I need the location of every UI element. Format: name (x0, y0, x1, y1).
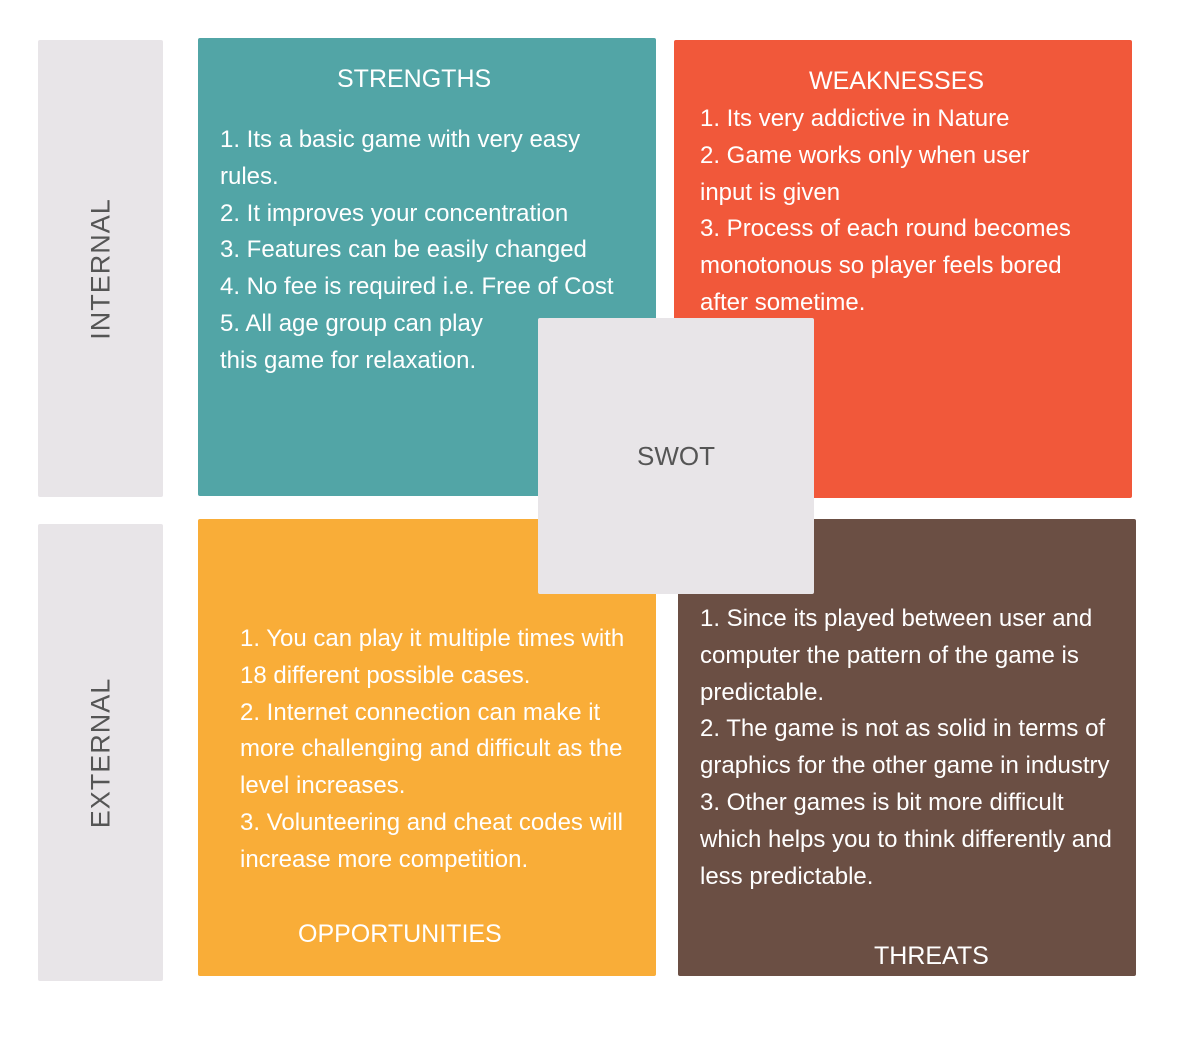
strengths-title: STRENGTHS (337, 65, 492, 93)
threats-item: 3. Other games is bit more difficult whi… (700, 788, 1112, 890)
swot-center-box: SWOT (538, 318, 814, 594)
threats-list: 1. Since its played between user and com… (700, 601, 1125, 895)
opportunities-item: 2. Internet connection can make it more … (240, 698, 623, 800)
opportunities-item: 1. You can play it multiple times with 1… (240, 625, 625, 689)
strengths-item: 2. It improves your concentration (220, 199, 569, 227)
external-axis-panel: EXTERNAL (38, 524, 163, 981)
weaknesses-item: 1. Its very addictive in Nature (700, 105, 1010, 132)
internal-axis-panel: INTERNAL (38, 40, 163, 497)
weaknesses-title: WEAKNESSES (809, 67, 985, 95)
strengths-list: 1. Its a basic game with very easy rules… (220, 122, 620, 380)
strengths-quadrant: STRENGTHS 1. Its a basic game with very … (198, 38, 656, 496)
strengths-item: 1. Its a basic game with very easy rules… (220, 126, 581, 190)
external-axis-label: EXTERNAL (85, 677, 115, 828)
weaknesses-quadrant: WEAKNESSES 1. Its very addictive in Natu… (674, 40, 1132, 498)
threats-quadrant: 1. Since its played between user and com… (678, 519, 1136, 976)
strengths-item: 3. Features can be easily changed (220, 236, 587, 264)
weaknesses-item: 3. Process of each round becomes monoton… (700, 215, 1071, 316)
swot-center-label: SWOT (637, 440, 715, 471)
threats-item: 2. The game is not as solid in terms of … (700, 715, 1110, 780)
internal-axis-label: INTERNAL (85, 197, 115, 340)
threats-item: 1. Since its played between user and com… (700, 605, 1093, 706)
threats-title: THREATS (874, 942, 989, 970)
weaknesses-list: 1. Its very addictive in Nature 2. Game … (700, 101, 1115, 322)
strengths-item: 5. All age group can play this game for … (220, 309, 483, 374)
opportunities-title: OPPORTUNITIES (298, 920, 502, 948)
opportunities-list: 1. You can play it multiple times with 1… (240, 621, 650, 879)
weaknesses-item: 2. Game works only when user input is gi… (700, 141, 1030, 206)
strengths-item: 4. No fee is required i.e. Free of Cost (220, 273, 614, 301)
opportunities-quadrant: 1. You can play it multiple times with 1… (198, 519, 656, 976)
opportunities-item: 3. Volunteering and cheat codes will inc… (240, 808, 623, 873)
